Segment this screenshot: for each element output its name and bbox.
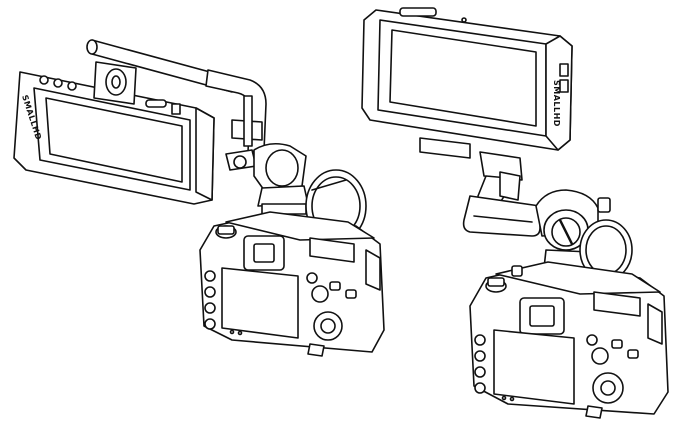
right-arm	[462, 151, 541, 237]
right-monitor: SMALLHD	[361, 7, 573, 159]
right-monitor-brand: SMALLHD	[552, 80, 561, 127]
left-ball-head	[253, 142, 309, 215]
right-lens	[579, 219, 633, 281]
left-camera-rig: SMALLHD	[13, 39, 385, 357]
right-ball-head	[535, 189, 611, 279]
left-rod-arm	[86, 39, 267, 171]
left-camera-body	[199, 211, 385, 357]
right-camera-body	[469, 261, 669, 419]
left-monitor: SMALLHD	[13, 61, 215, 205]
right-camera-rig: SMALLHD	[361, 7, 669, 419]
